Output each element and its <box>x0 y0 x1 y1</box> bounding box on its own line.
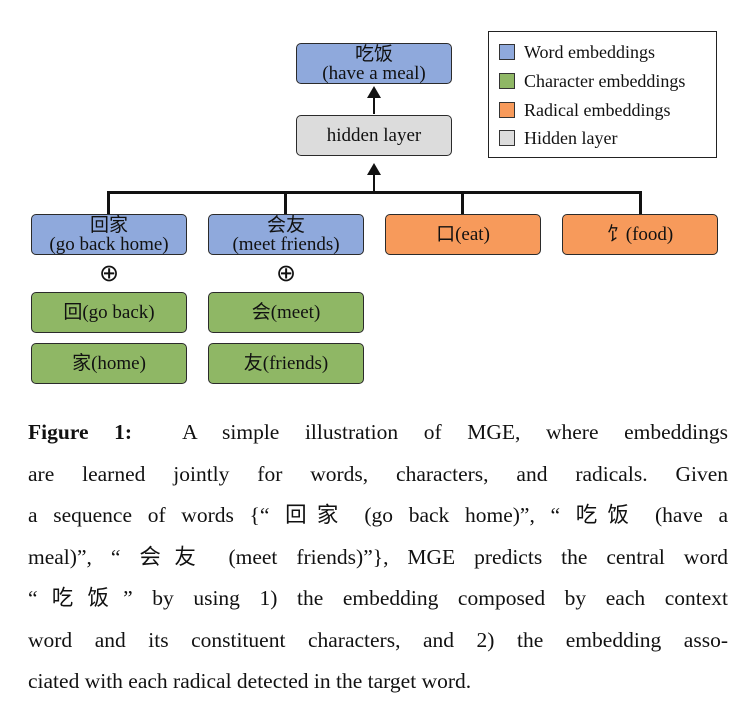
legend-swatch <box>499 73 515 89</box>
legend: Word embeddings Character embeddings Rad… <box>488 31 717 158</box>
connector-drop-1 <box>107 191 110 215</box>
caption-text: A simple illustration of MGE, where embe… <box>182 420 728 444</box>
context-word-chinese: 会友 <box>266 214 305 236</box>
figure-caption: Figure 1: A simple illustration of MGE, … <box>28 412 728 703</box>
character-label: 会(meet) <box>251 302 321 323</box>
legend-label: Hidden layer <box>524 127 618 148</box>
connector-drop-3 <box>461 191 464 215</box>
hidden-layer-label: hidden layer <box>326 125 422 146</box>
output-word-english: (have a meal) <box>322 62 426 84</box>
character-label: 家(home) <box>72 353 146 374</box>
legend-item-word: Word embeddings <box>499 42 655 62</box>
output-word-box: 吃饭 (have a meal) <box>296 43 452 84</box>
character-box: 会(meet) <box>208 292 364 333</box>
caption-line-4: meal)”, “ 会友 (meet friends)”}, MGE predi… <box>28 544 728 569</box>
caption-line-6: word and its constituent characters, and… <box>28 627 728 652</box>
oplus-icon: ⊕ <box>275 259 297 287</box>
caption-line-7: ciated with each radical detected in the… <box>28 669 472 693</box>
context-word-english: (meet friends) <box>232 233 340 255</box>
context-word-chinese: 回家 <box>89 214 128 236</box>
connector-drop-4 <box>639 191 642 215</box>
context-word-english: (go back home) <box>49 233 169 255</box>
legend-label: Character embeddings <box>524 70 686 91</box>
context-word-box-1: 回家 (go back home) <box>31 214 187 255</box>
caption-line-3: a sequence of words {“ 回家 (go back home)… <box>28 503 728 527</box>
radical-box-1: 口(eat) <box>385 214 541 255</box>
radical-label: 饣(food) <box>606 224 674 245</box>
connector-horizontal <box>107 191 642 194</box>
radical-box-2: 饣(food) <box>562 214 718 255</box>
legend-swatch <box>499 130 515 146</box>
caption-line-2: are learned jointly for words, character… <box>28 461 728 486</box>
caption-line-1: Figure 1: A simple illustration of MGE, … <box>28 412 728 454</box>
connector-drop-2 <box>284 191 287 215</box>
character-box: 回(go back) <box>31 292 187 333</box>
character-label: 回(go back) <box>63 302 155 323</box>
radical-label: 口(eat) <box>436 224 490 245</box>
arrowhead-up-icon <box>367 163 381 175</box>
arrow-connector-to-hidden <box>373 172 375 193</box>
context-word-box-2: 会友 (meet friends) <box>208 214 364 255</box>
legend-label: Radical embeddings <box>524 99 671 120</box>
legend-item-radical: Radical embeddings <box>499 100 670 120</box>
oplus-icon: ⊕ <box>98 259 120 287</box>
legend-swatch <box>499 102 515 118</box>
hidden-layer-box: hidden layer <box>296 115 452 156</box>
character-box: 友(friends) <box>208 343 364 384</box>
legend-item-character: Character embeddings <box>499 71 685 91</box>
caption-line-5: “吃饭” by using 1) the embedding composed … <box>28 586 728 610</box>
arrowhead-up-icon <box>367 86 381 98</box>
character-box: 家(home) <box>31 343 187 384</box>
character-label: 友(friends) <box>243 353 329 374</box>
legend-swatch <box>499 44 515 60</box>
legend-item-hidden: Hidden layer <box>499 128 617 148</box>
output-word-chinese: 吃饭 <box>354 43 393 65</box>
arrow-hidden-to-output <box>373 94 375 114</box>
legend-label: Word embeddings <box>524 41 656 62</box>
caption-label: Figure 1: <box>28 420 133 444</box>
